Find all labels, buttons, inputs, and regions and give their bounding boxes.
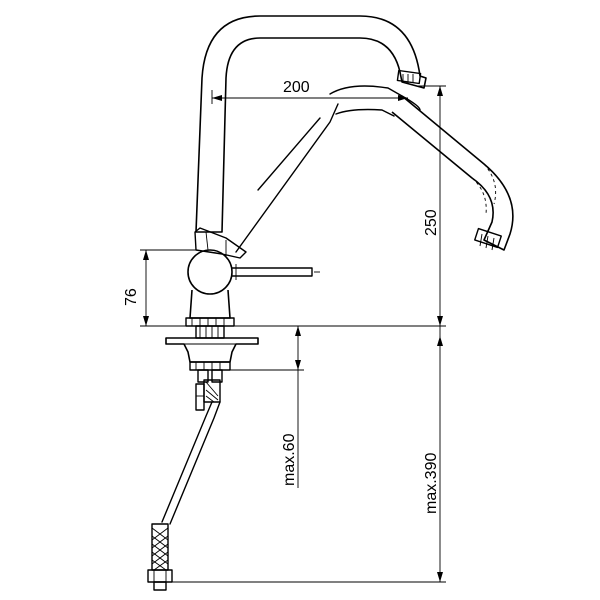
countertop-mount xyxy=(165,325,259,411)
hose-braid xyxy=(151,523,169,571)
dim-max-hose-long: max.390 xyxy=(423,453,440,514)
flexible-hose xyxy=(147,401,221,591)
dimension-lines xyxy=(140,85,446,583)
pullout-aerator xyxy=(474,227,502,249)
fixed-spout xyxy=(195,15,427,233)
swivel-joint xyxy=(194,227,247,259)
supply-tail xyxy=(203,379,221,403)
dim-base-height: 76 xyxy=(123,288,140,306)
fixing-nut xyxy=(189,361,231,371)
lever-hub xyxy=(187,249,233,295)
lever-rod xyxy=(231,267,313,277)
dim-spout-reach: 200 xyxy=(283,79,310,96)
dim-max-hose-short: max.60 xyxy=(281,433,298,486)
faucet-body xyxy=(185,15,427,327)
mounting-plate xyxy=(165,337,259,363)
dim-spout-height: 250 xyxy=(423,209,440,236)
hose-end-fitting xyxy=(147,569,173,583)
rotated-spout xyxy=(235,85,514,253)
